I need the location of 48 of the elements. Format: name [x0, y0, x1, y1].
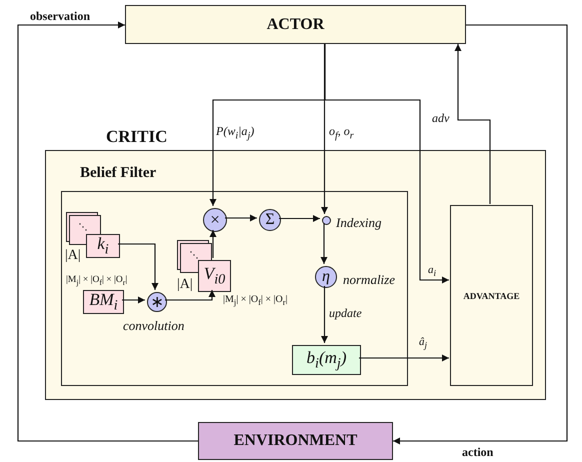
node-label: V$_{i0}$: [204, 264, 226, 288]
node-label: ENVIRONMENT: [234, 432, 358, 450]
operator-caption: Indexing: [336, 215, 382, 231]
node-label: Σ: [265, 211, 275, 229]
arrow: [210, 230, 216, 258]
region-heading: Belief Filter: [80, 165, 156, 182]
region-heading: CRITIC: [106, 127, 168, 147]
arrow: [393, 24, 568, 444]
operator-circle: [203, 208, 227, 232]
edge-label: adv: [432, 111, 450, 126]
node-label: ∗: [150, 293, 164, 312]
edge-label: update: [329, 306, 362, 321]
node-label: BM$_{i}$: [89, 290, 118, 314]
edge-label: action: [462, 445, 494, 460]
edge-label: a$_{i}$: [428, 264, 436, 278]
node-label: ×: [210, 210, 220, 230]
edge-label: P(w$_{i}$|a$_{j}$): [216, 124, 254, 142]
dimension-label: |M$_{j}$| × |O$_{f}$| × |O$_{r}$|: [66, 275, 128, 287]
edge-label: â$_{j}$: [419, 336, 428, 350]
operator-circle: [259, 209, 281, 231]
node-label: ADVANTAGE: [463, 290, 520, 300]
arrow: [454, 44, 491, 204]
node-label: b$_{i}$(m$_{j}$): [306, 348, 346, 372]
edge-label: observation: [30, 9, 90, 24]
arrow: [17, 22, 198, 442]
arrow: [165, 290, 216, 301]
arrow: [321, 44, 328, 214]
arrow: [321, 286, 328, 343]
operator-caption: normalize: [343, 272, 395, 288]
dimension-label: |A|: [177, 277, 193, 293]
node-label: k$_{i}$: [97, 234, 109, 258]
arrow: [122, 296, 145, 304]
node-label: η: [322, 268, 330, 286]
arrow: [320, 222, 328, 264]
belief-box: [292, 345, 361, 375]
arrow: [359, 354, 449, 362]
advantage-box: [450, 205, 533, 386]
arrow: [324, 44, 449, 284]
edge-label: o$_{f}$, o$_{r}$: [329, 124, 354, 142]
dimension-label: |M$_{j}$| × |O$_{f}$| × |O$_{r}$|: [223, 294, 288, 307]
dimension-label: |A|: [65, 248, 81, 264]
environment-box: [198, 422, 393, 460]
actor-box: [125, 5, 466, 44]
node-label: ACTOR: [266, 16, 324, 34]
arrow: [225, 214, 257, 222]
arrow: [279, 215, 320, 222]
operator-caption: convolution: [123, 318, 184, 334]
arrow: [118, 243, 158, 290]
